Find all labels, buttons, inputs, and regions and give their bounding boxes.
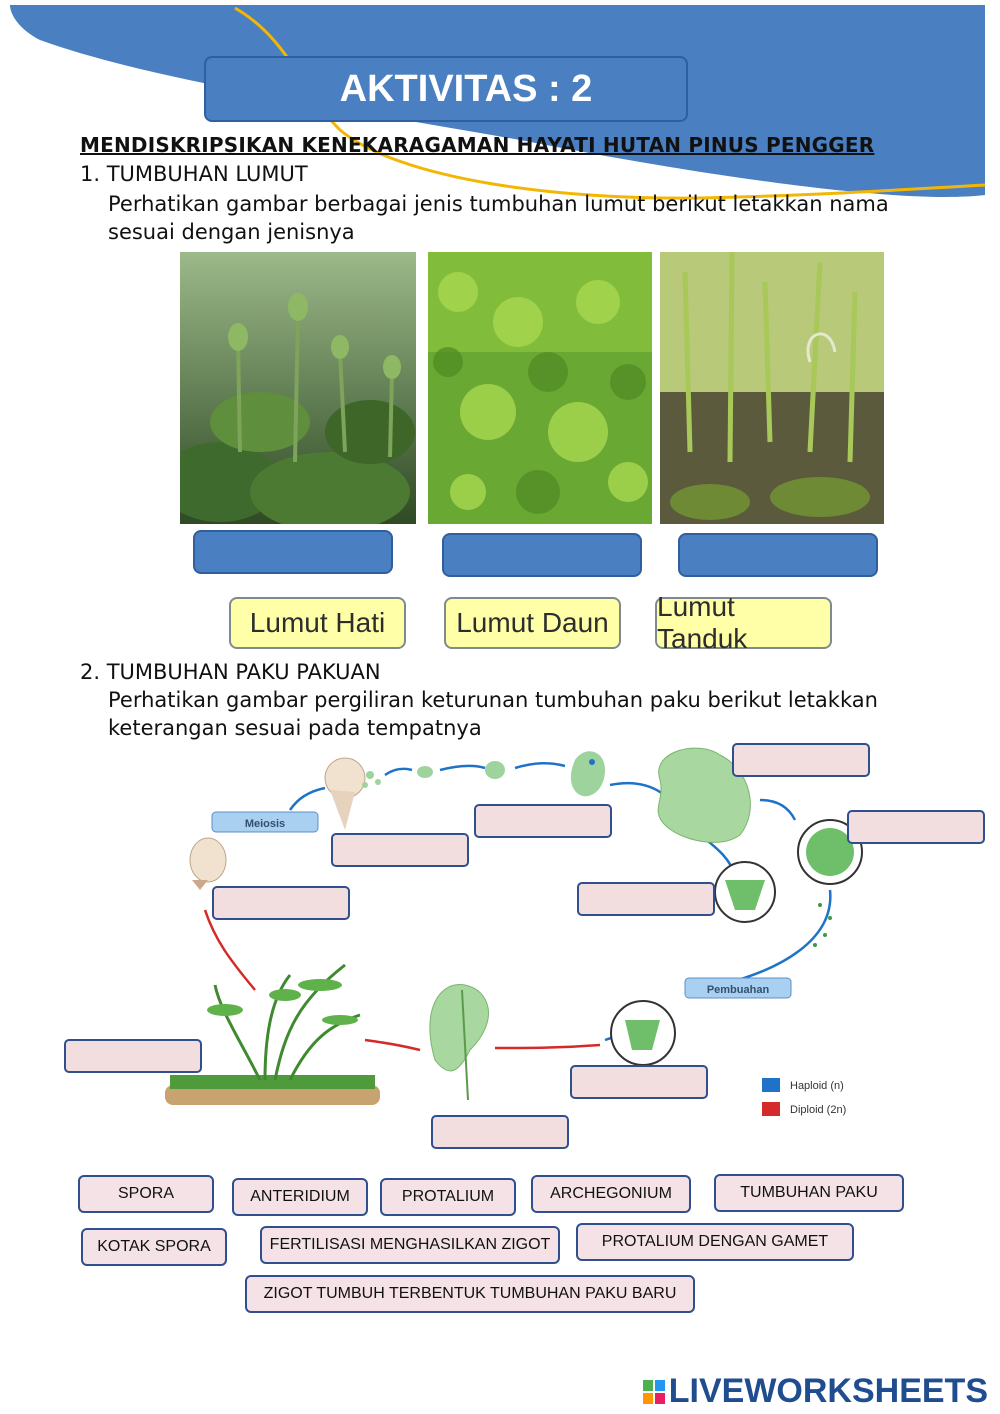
chip-protalium[interactable]: PROTALIUM [380, 1178, 516, 1216]
chip-tumbuhan-paku[interactable]: TUMBUHAN PAKU [714, 1174, 904, 1212]
label-lumut-daun[interactable]: Lumut Daun [444, 597, 621, 649]
diagram-slot-2[interactable] [474, 804, 612, 838]
section1-title: 1. TUMBUHAN LUMUT [80, 160, 308, 188]
diagram-slot-5[interactable] [577, 882, 715, 916]
moss-answer-slot-2[interactable] [442, 533, 642, 577]
diagram-slot-1[interactable] [732, 743, 870, 777]
diagram-slot-4[interactable] [331, 833, 469, 867]
section2-instruction-2: keterangan sesuai pada tempatnya [108, 714, 482, 742]
hornwort-photo [660, 252, 884, 524]
chip-archegonium[interactable]: ARCHEGONIUM [531, 1175, 691, 1213]
diagram-slot-6[interactable] [212, 886, 350, 920]
fern-lifecycle-diagram: Meiosis Pembuahan Haploid (n) Diploid (2… [0, 740, 1000, 1160]
leafy-moss-photo [428, 252, 652, 524]
diagram-slot-9[interactable] [431, 1115, 569, 1149]
diagram-slot-8[interactable] [570, 1065, 708, 1099]
section2-title: 2. TUMBUHAN PAKU PAKUAN [80, 658, 381, 686]
brand-text: LIVEWORKSHEETS [669, 1372, 988, 1411]
moss-answer-slot-3[interactable] [678, 533, 878, 577]
legend-diploid: Diploid (2n) [790, 1104, 846, 1116]
chip-protalium-gamet[interactable]: PROTALIUM DENGAN GAMET [576, 1223, 854, 1261]
chip-zigot-tumbuh[interactable]: ZIGOT TUMBUH TERBENTUK TUMBUHAN PAKU BAR… [245, 1275, 695, 1313]
chip-fertilisasi[interactable]: FERTILISASI MENGHASILKAN ZIGOT [260, 1226, 560, 1264]
section1-instruction-2: sesuai dengan jenisnya [108, 218, 355, 246]
fertilization-label: Pembuahan [707, 984, 770, 996]
page-heading: MENDISKRIPSIKAN KENEKARAGAMAN HAYATI HUT… [80, 133, 874, 157]
diagram-slot-3[interactable] [847, 810, 985, 844]
meiosis-label: Meiosis [245, 818, 285, 830]
chip-anteridium[interactable]: ANTERIDIUM [232, 1178, 368, 1216]
liveworksheets-icon [643, 1380, 665, 1404]
liveworksheets-logo: LIVEWORKSHEETS [643, 1372, 988, 1411]
legend-haploid: Haploid (n) [790, 1080, 844, 1092]
diagram-slot-7[interactable] [64, 1039, 202, 1073]
activity-title: AKTIVITAS : 2 [204, 56, 688, 122]
section2-instruction-1: Perhatikan gambar pergiliran keturunan t… [108, 686, 878, 714]
label-lumut-tanduk[interactable]: Lumut Tanduk [655, 597, 832, 649]
chip-kotak-spora[interactable]: KOTAK SPORA [81, 1228, 227, 1266]
section1-instruction-1: Perhatikan gambar berbagai jenis tumbuha… [108, 190, 889, 218]
liverwort-photo [180, 252, 416, 524]
moss-answer-slot-1[interactable] [193, 530, 393, 574]
chip-spora[interactable]: SPORA [78, 1175, 214, 1213]
label-lumut-hati[interactable]: Lumut Hati [229, 597, 406, 649]
